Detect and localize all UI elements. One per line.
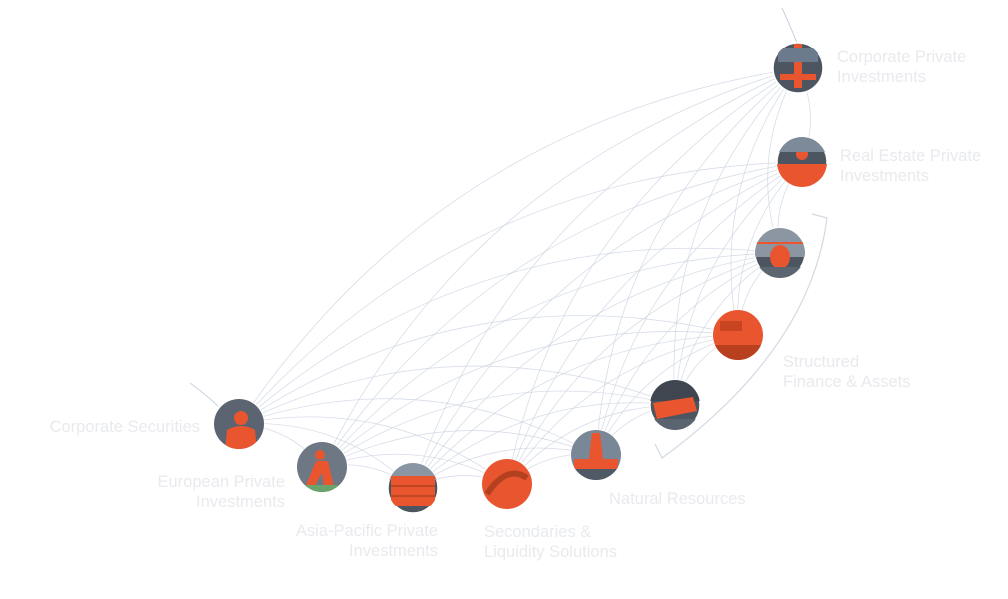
connector-line (238, 365, 676, 425)
connector-line (412, 67, 799, 489)
ship-deck-icon (713, 310, 763, 360)
top-connector-stub (781, 7, 798, 44)
label-corporate-securities[interactable]: Corporate Securities (49, 418, 200, 436)
node-group (213, 42, 828, 514)
connector-line (238, 416, 508, 485)
connector-line (673, 67, 799, 406)
label-secondaries[interactable]: Secondaries & Liquidity Solutions (484, 523, 617, 561)
connector-line (595, 67, 799, 456)
building-icon (388, 463, 438, 506)
connector-line (412, 252, 781, 489)
label-real-estate[interactable]: Real Estate Private Investments (840, 147, 982, 185)
connector-line (238, 315, 739, 425)
structured-finance-bracket (654, 213, 828, 459)
connector-line (506, 252, 781, 485)
node-asia-pacific[interactable] (387, 462, 439, 514)
hand-icon (482, 459, 532, 509)
node-corporate-private[interactable] (772, 42, 824, 94)
connector-line (506, 67, 799, 485)
node-secondaries[interactable] (481, 458, 533, 510)
oil-rig-icon (571, 430, 621, 480)
node-structured-3[interactable] (649, 379, 701, 431)
connector-line (321, 67, 799, 468)
node-structured-1[interactable] (754, 227, 806, 279)
connector-line (412, 402, 676, 489)
left-connector-stub (189, 382, 219, 407)
node-structured-2[interactable] (712, 309, 764, 361)
label-natural-resources[interactable]: Natural Resources (609, 490, 746, 508)
label-asia-pacific[interactable]: Asia-Pacific Private Investments (295, 522, 438, 560)
connector-line (412, 334, 739, 489)
label-structured-finance[interactable]: Structured Finance & Assets (783, 353, 911, 391)
label-corporate-private[interactable]: Corporate Private Investments (837, 48, 967, 86)
connector-line (321, 430, 597, 468)
connector-line (238, 67, 799, 425)
connector-line (238, 247, 781, 425)
node-real-estate[interactable] (776, 136, 828, 188)
crane-icon (778, 44, 818, 88)
node-corporate-securities[interactable] (213, 398, 265, 450)
connector-line (238, 398, 597, 456)
node-european[interactable] (296, 441, 348, 493)
connector-lines (238, 67, 811, 489)
worker-icon (777, 137, 827, 187)
cargo-ship-icon (650, 380, 700, 430)
connector-line (321, 390, 676, 468)
runner-icon (297, 442, 347, 492)
connector-line (506, 334, 739, 485)
node-natural-resources[interactable] (570, 429, 622, 481)
connector-line (595, 252, 781, 456)
connector-line (595, 161, 803, 456)
connector-line (321, 252, 781, 468)
connector-line (412, 161, 803, 489)
connector-line (238, 161, 803, 425)
person-icon (214, 399, 264, 449)
connector-line (321, 331, 739, 468)
connector-line (730, 67, 799, 336)
connector-line (674, 161, 803, 406)
label-european[interactable]: European Private Investments (157, 473, 286, 511)
